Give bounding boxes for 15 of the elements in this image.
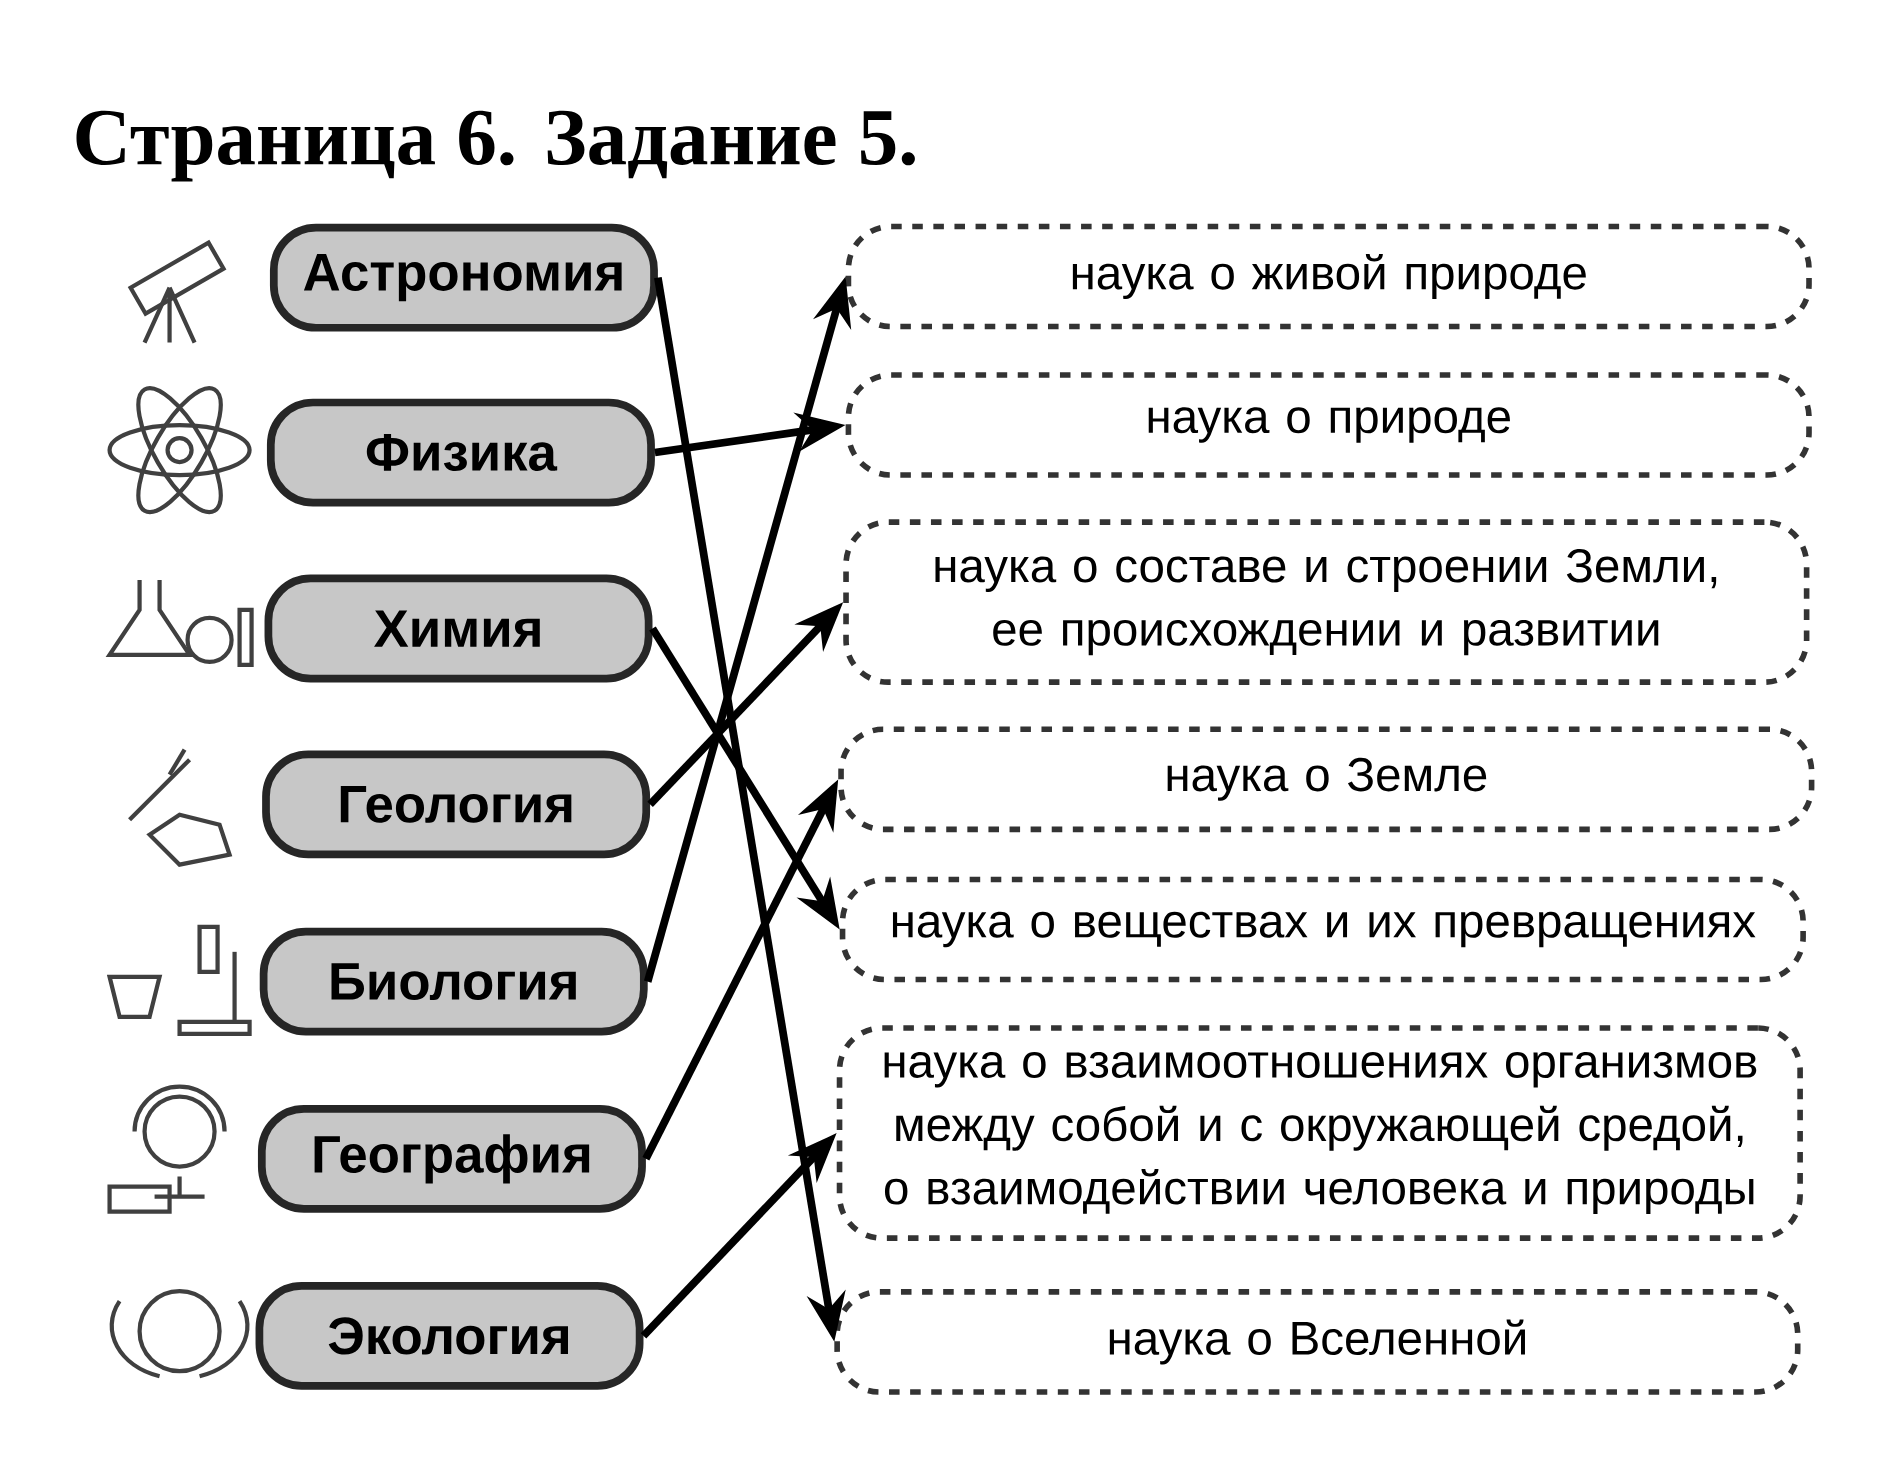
subject-box: География <box>257 1104 646 1213</box>
definition-box: наука о веществах и их превращениях <box>839 876 1806 983</box>
definition-box: наука о Вселенной <box>834 1289 1801 1395</box>
subject-box: Химия <box>264 574 653 683</box>
definition-box: наука о Земле <box>838 726 1815 833</box>
subject-box: Геология <box>262 750 651 859</box>
subject-box: Биология <box>259 927 648 1036</box>
subject-box: Физика <box>266 398 655 507</box>
definition-box: наука о природе <box>845 372 1812 478</box>
definition-box: наука о живой природе <box>845 223 1812 330</box>
subject-box: Астрономия <box>269 223 658 332</box>
definition-box: наука о взаимоотношениях организмов между собой и с окружающей средой, о взаимодействии человека и природы <box>836 1025 1803 1241</box>
subject-box: Экология <box>255 1282 644 1390</box>
definition-box: наука о составе и строении Земли, ее происхождении и развитии <box>843 519 1810 685</box>
title: Страница 6. Задание 5. <box>76 110 915 182</box>
